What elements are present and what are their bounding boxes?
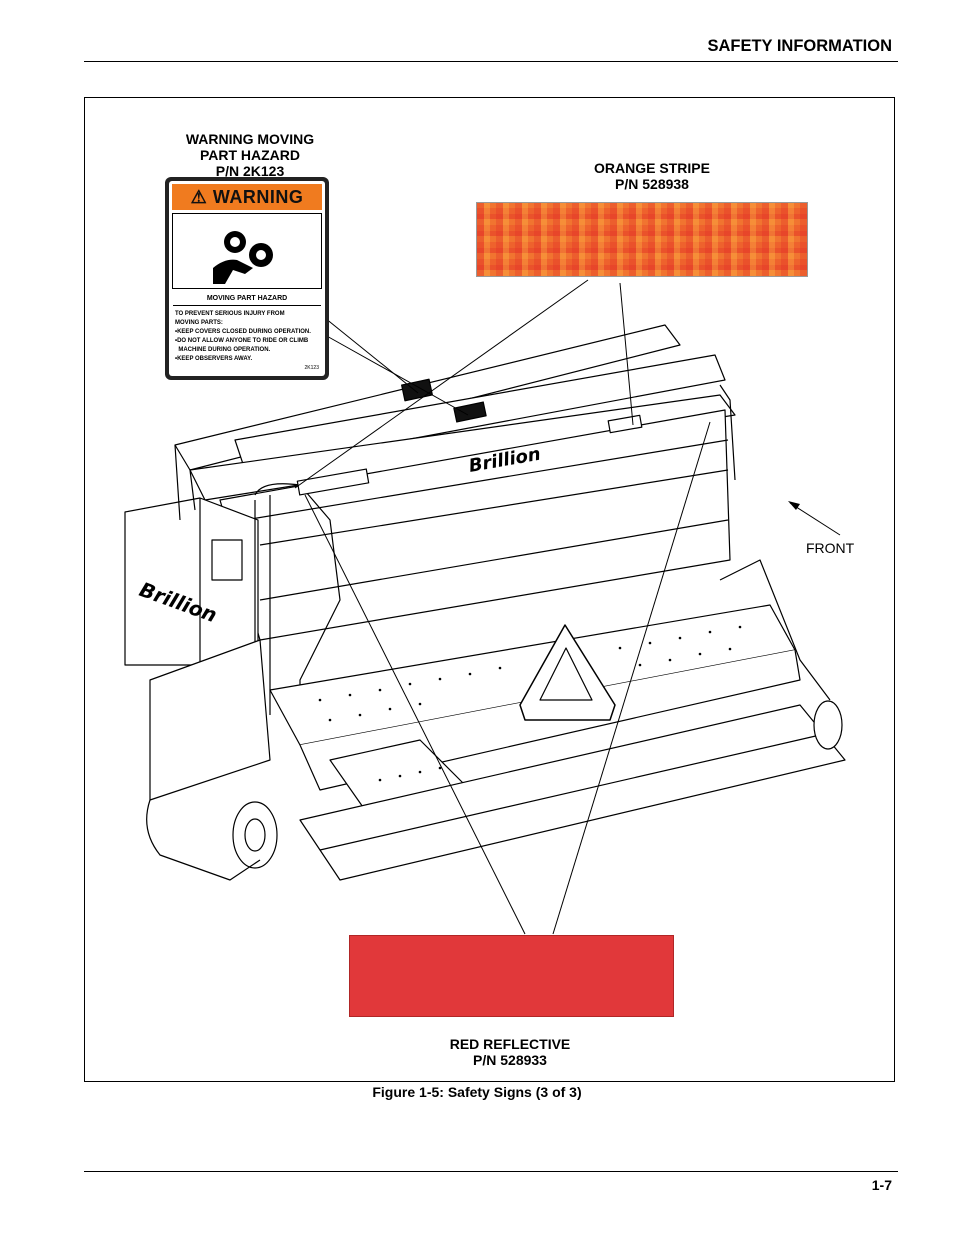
warning-line: TO PREVENT SERIOUS INJURY FROM — [175, 311, 285, 317]
warning-decal-face: ⚠ WARNING MOVING PART HAZARD TO PREVENT … — [169, 181, 325, 376]
warning-decal: ⚠ WARNING MOVING PART HAZARD TO PREVENT … — [165, 177, 329, 380]
warning-line: MOVING PARTS: — [175, 320, 223, 326]
header-rule — [84, 61, 898, 62]
orange-stripe-sample — [476, 202, 808, 277]
callout-line: PART HAZARD — [199, 147, 301, 163]
warning-heading-rule — [173, 305, 321, 306]
warning-heading: MOVING PART HAZARD — [206, 295, 288, 302]
warning-line: •DO NOT ALLOW ANYONE TO RIDE OR CLIMB — [175, 338, 309, 344]
warning-banner: ⚠ WARNING — [172, 184, 322, 210]
warning-banner-text: WARNING — [212, 187, 304, 207]
red-reflective-sample — [349, 935, 674, 1017]
page-header-title: SAFETY INFORMATION — [707, 37, 892, 55]
warning-instructions: TO PREVENT SERIOUS INJURY FROM MOVING PA… — [175, 310, 311, 364]
callout-line: P/N 2K123 — [215, 163, 285, 179]
red-reflective-callout: RED REFLECTIVE P/N 528933 — [410, 1036, 610, 1068]
callout-line: P/N 528933 — [473, 1052, 547, 1068]
figure-frame — [84, 97, 895, 1082]
warning-line: •KEEP COVERS CLOSED DURING OPERATION. — [175, 329, 311, 335]
footer-rule — [84, 1171, 898, 1172]
front-direction-label: FRONT — [806, 540, 855, 556]
warning-line: MACHINE DURING OPERATION. — [175, 347, 271, 353]
figure-caption: Figure 1-5: Safety Signs (3 of 3) — [372, 1084, 582, 1100]
callout-line: P/N 528938 — [615, 176, 689, 192]
warning-label-callout: WARNING MOVING PART HAZARD P/N 2K123 — [160, 131, 340, 179]
warning-line: •KEEP OBSERVERS AWAY. — [175, 356, 253, 362]
callout-line: ORANGE STRIPE — [594, 160, 710, 176]
page-number: 1-7 — [871, 1177, 892, 1193]
orange-stripe-callout: ORANGE STRIPE P/N 528938 — [557, 160, 747, 192]
warning-part-number: 2K123 — [304, 365, 319, 371]
warning-triangle-icon: ⚠ — [190, 187, 208, 207]
gear-hand-pictogram-icon — [172, 213, 322, 289]
callout-line: RED REFLECTIVE — [449, 1036, 571, 1052]
callout-line: WARNING MOVING — [185, 131, 315, 147]
